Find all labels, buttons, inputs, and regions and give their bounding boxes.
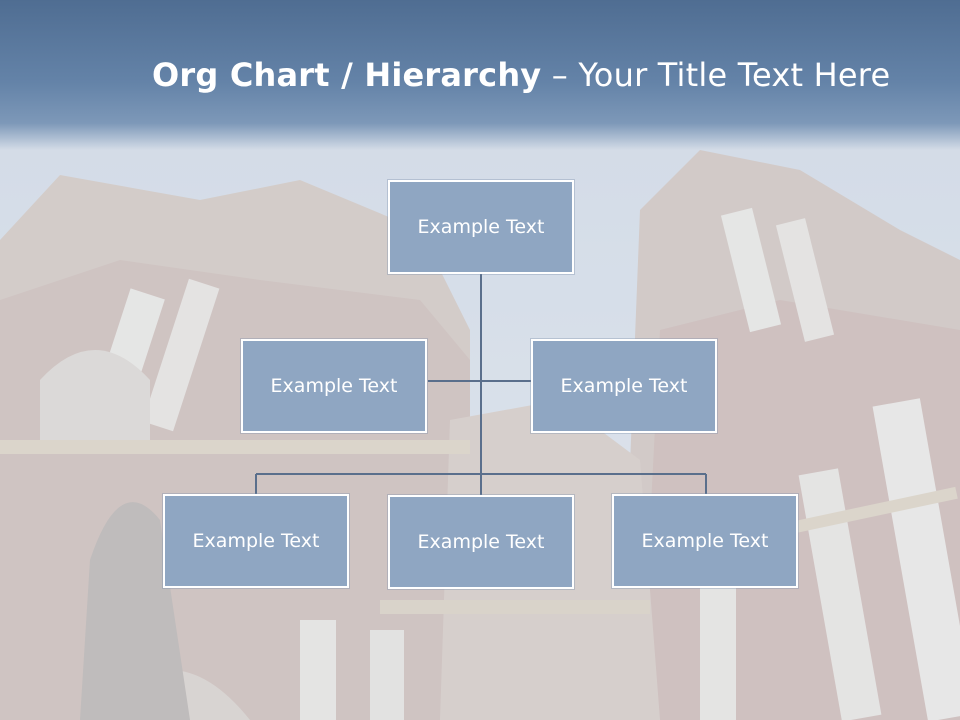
title-placeholder: Your Title Text Here xyxy=(578,56,891,94)
org-node-child-2[interactable]: Example Text xyxy=(388,495,574,589)
org-node-assistant-right[interactable]: Example Text xyxy=(531,339,717,433)
title-bold: Org Chart / Hierarchy xyxy=(152,56,542,94)
org-node-child-2-text: Example Text xyxy=(417,531,545,553)
org-node-root[interactable]: Example Text xyxy=(388,180,574,274)
org-node-child-1-text: Example Text xyxy=(192,530,320,552)
title-separator: – xyxy=(541,56,579,94)
org-node-child-3[interactable]: Example Text xyxy=(612,494,798,588)
slide-title[interactable]: Org Chart / Hierarchy – Your Title Text … xyxy=(152,56,890,94)
org-node-assistant-right-text: Example Text xyxy=(560,375,688,397)
org-node-assistant-left-text: Example Text xyxy=(270,375,398,397)
org-node-child-1[interactable]: Example Text xyxy=(163,494,349,588)
title-bar xyxy=(0,0,960,150)
org-node-root-text: Example Text xyxy=(417,216,545,238)
org-node-assistant-left[interactable]: Example Text xyxy=(241,339,427,433)
org-node-child-3-text: Example Text xyxy=(641,530,769,552)
